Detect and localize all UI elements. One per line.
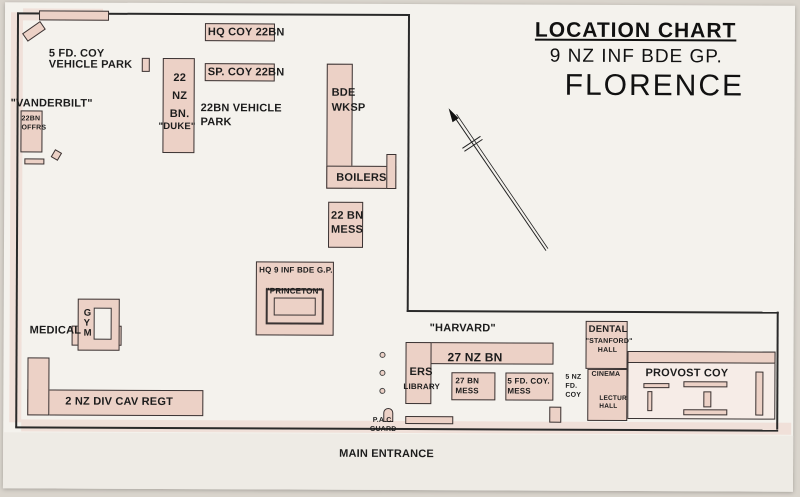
fd-coy-vehicle-park-marker [141, 57, 150, 72]
label-hq-9-inf-bde: HQ 9 INF BDE G.P. [259, 265, 333, 275]
label-fd-coy-vehicle-park: 5 FD. COY VEHICLE PARK [48, 47, 133, 71]
provost-block-4 [683, 409, 728, 416]
gym-inner [93, 307, 112, 340]
paper-bottom-strip [2, 432, 794, 492]
label-duke: "DUKE" [158, 120, 196, 133]
provost-coy-north-wing [627, 350, 776, 364]
provost-block-2 [647, 391, 653, 412]
label-princeton: "PRINCETON" [265, 286, 323, 296]
label-dental: DENTAL [588, 323, 628, 335]
label-pac-guard: P.A.C. GUARD [369, 416, 397, 433]
label-sp-coy: Sp. COY 22BN [207, 66, 285, 79]
gate-square-building [549, 406, 562, 423]
label-div-cav: 2 NZ DIV CAV REGT [65, 395, 174, 409]
label-stanford-hall: "STANFORD" HALL [585, 337, 633, 354]
vanderbilt-annex [24, 158, 45, 165]
provost-block-6 [755, 371, 764, 416]
label-lecture-hall: LECTURE HALL [599, 394, 632, 410]
label-medical: MEDICAL [29, 324, 82, 337]
label-harvard: "HARVARD" [429, 322, 496, 335]
corner-gatehouse [22, 21, 46, 42]
provost-block-3 [683, 381, 728, 388]
perimeter-wall-mid [406, 310, 779, 314]
road-marker-3 [379, 387, 386, 394]
provost-block-5 [703, 391, 712, 408]
label-27-bn-mess: 27 BN MESS [455, 376, 480, 396]
label-provost-coy: PROVOST COY [645, 367, 729, 380]
label-5-nz-fd-coy: 5 NZ FD. COY [565, 373, 582, 399]
princeton-core [273, 297, 316, 316]
boilers-stack [386, 153, 397, 189]
label-cinema: CINEMA [591, 370, 621, 378]
vanderbilt-shed [50, 149, 63, 161]
label-22-nz-bn: 22 NZ BN. [169, 72, 190, 121]
div-cav-wing [27, 357, 50, 416]
map-paper: LOCATION CHART 9 NZ INF BDE GP. FLORENCE… [2, 2, 796, 492]
gate-strip-building [405, 416, 454, 425]
label-ers: ERS [409, 366, 433, 379]
perimeter-wall-right-lower [776, 311, 779, 430]
provost-block-1 [643, 383, 670, 389]
label-main-entrance: MAIN ENTRANCE [339, 447, 435, 461]
label-22-bn-mess: 22 BN MESS [331, 209, 364, 236]
label-gym: GYM [83, 307, 92, 339]
top-left-strip [38, 10, 110, 21]
label-22bn-vehicle-park: 22BN VEHICLE PARK [200, 102, 282, 129]
label-hq-coy: HQ COY 22BN [207, 26, 285, 39]
road-marker-1 [379, 351, 386, 358]
label-22bn-offrs: 22BN OFFRS [21, 115, 47, 132]
label-boilers: BOILERS [336, 171, 387, 184]
label-vanderbilt: "VANDERBILT" [10, 97, 93, 110]
road-marker-2 [379, 369, 386, 376]
perimeter-wall-right-upper [406, 14, 410, 313]
label-bde-wksp: BDE WKSP [331, 86, 366, 114]
label-library: LIBRARY [403, 382, 441, 392]
label-5-fd-coy-mess: 5 FD. COY. MESS [507, 376, 550, 396]
chart-location: FLORENCE [564, 68, 745, 103]
chart-title: LOCATION CHART [534, 18, 737, 43]
north-arrow-icon [448, 108, 549, 251]
label-27-nz-bn: 27 NZ BN [447, 350, 503, 365]
chart-subtitle: 9 NZ INF BDE GP. [549, 45, 723, 68]
